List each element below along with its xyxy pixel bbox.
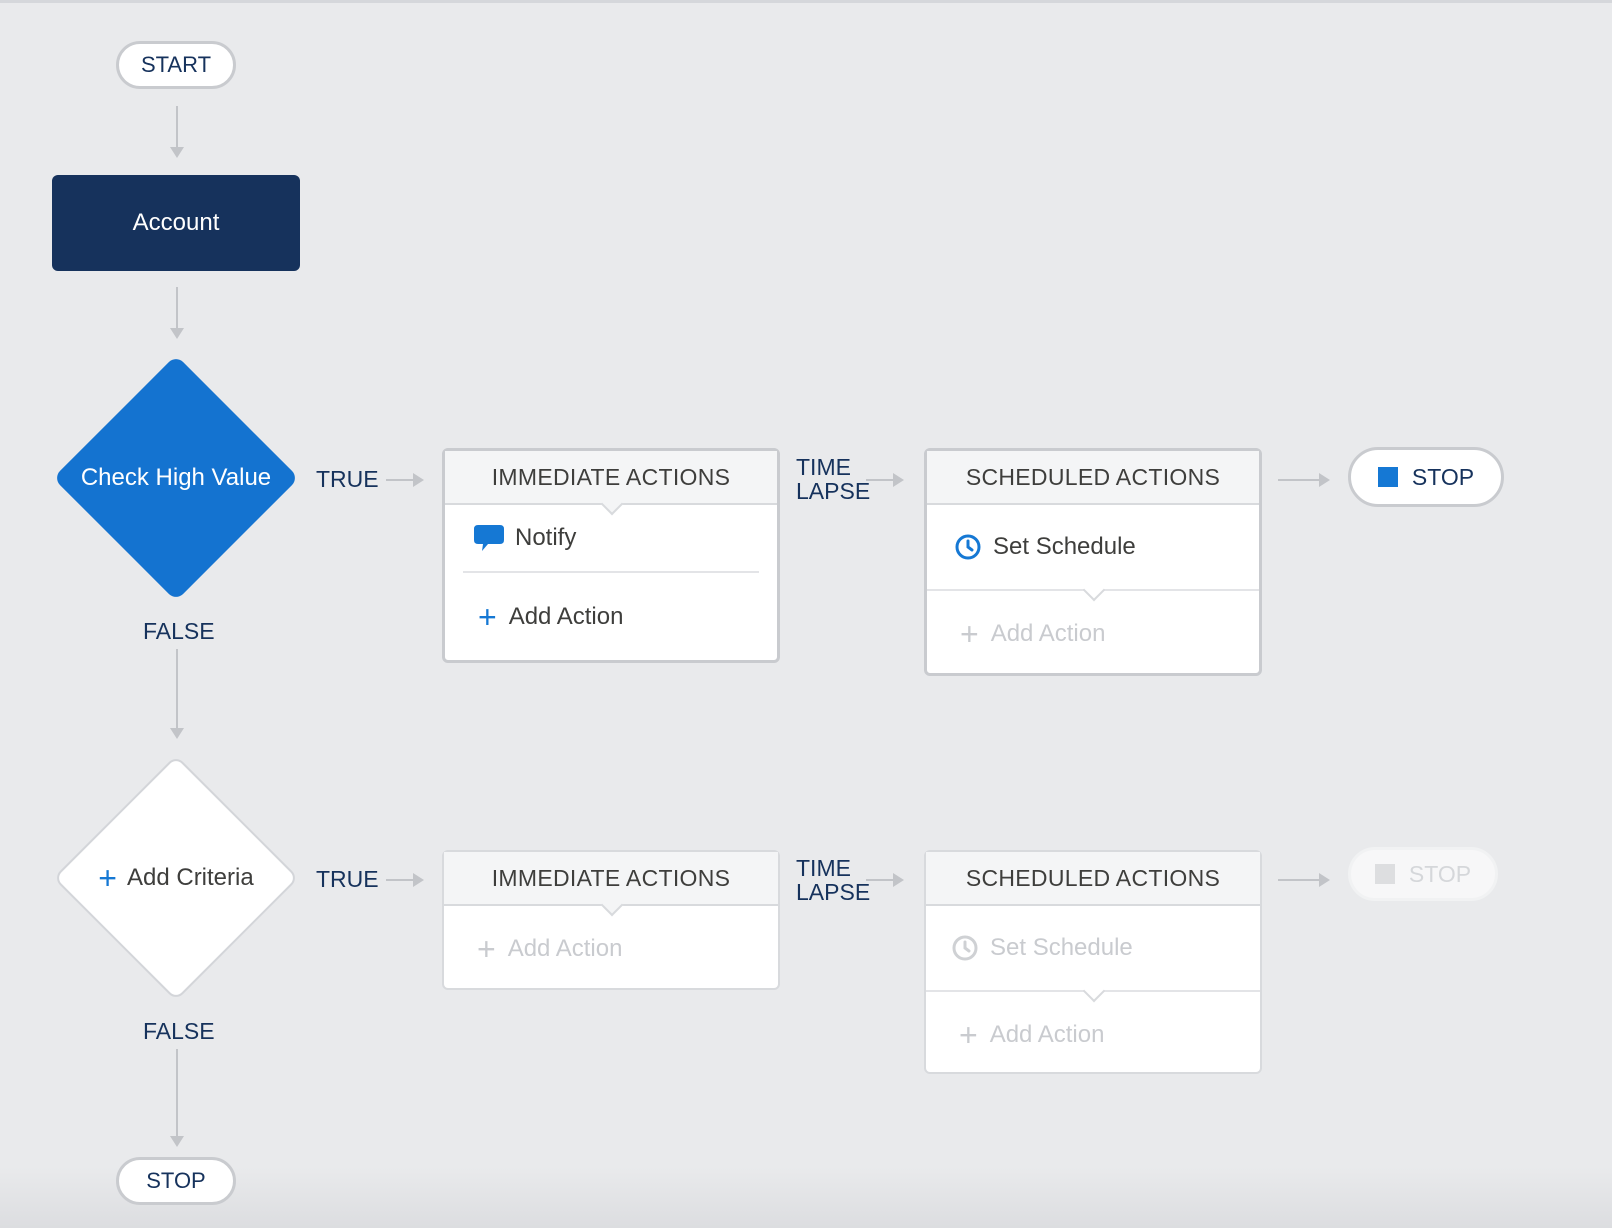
add-criteria-button[interactable]: + Add Criteria xyxy=(52,754,300,1002)
panel-title: SCHEDULED ACTIONS xyxy=(965,463,1221,490)
end-stop-node: STOP xyxy=(116,1157,236,1205)
panel-title: SCHEDULED ACTIONS xyxy=(965,864,1221,891)
connector-arrow xyxy=(176,287,178,329)
set-schedule-button[interactable]: Set Schedule xyxy=(927,505,1259,602)
true-label: TRUE xyxy=(316,466,379,492)
time-lapse-line: TIME xyxy=(796,855,851,881)
set-schedule-button[interactable]: Set Schedule xyxy=(926,906,1260,1003)
true-label: TRUE xyxy=(316,866,379,892)
connector-arrowhead xyxy=(893,873,904,887)
connector-arrow xyxy=(1278,879,1320,881)
plus-icon: + xyxy=(478,599,497,635)
connector-arrowhead xyxy=(413,873,424,887)
immediate-actions-panel: IMMEDIATE ACTIONS + Add Action xyxy=(442,850,780,990)
object-node-account[interactable]: Account xyxy=(52,175,300,271)
scheduled-actions-panel: SCHEDULED ACTIONS Set Schedule + Add Act… xyxy=(924,850,1262,1074)
stop-icon xyxy=(1377,467,1398,487)
add-action-label: Add Action xyxy=(989,1021,1105,1048)
connector-arrow xyxy=(386,879,414,881)
plus-icon: + xyxy=(477,931,496,967)
add-criteria-label: Add Criteria xyxy=(126,864,254,891)
stop-label: STOP xyxy=(1411,463,1475,490)
connector-arrowhead xyxy=(170,147,184,158)
connector-arrowhead xyxy=(893,473,904,487)
action-item-notify[interactable]: Notify xyxy=(463,505,759,573)
scheduled-actions-header: SCHEDULED ACTIONS xyxy=(926,852,1260,906)
connector-arrow xyxy=(176,1049,178,1137)
criteria-node-add-criteria[interactable]: + Add Criteria xyxy=(52,754,300,1002)
connector-arrow xyxy=(176,649,178,729)
plus-icon: + xyxy=(959,1017,978,1053)
clock-icon xyxy=(952,935,978,961)
add-action-button[interactable]: + Add Action xyxy=(445,573,777,661)
set-schedule-label: Set Schedule xyxy=(990,934,1133,961)
immediate-actions-header: IMMEDIATE ACTIONS xyxy=(444,852,778,917)
connector-arrowhead xyxy=(1319,873,1330,887)
connector-arrow xyxy=(1278,479,1320,481)
connector-arrowhead xyxy=(170,728,184,739)
chat-bubble-icon xyxy=(474,525,504,551)
connector-arrowhead xyxy=(170,328,184,339)
time-lapse-line: LAPSE xyxy=(796,879,871,905)
set-schedule-label: Set Schedule xyxy=(993,533,1136,560)
connector-arrowhead xyxy=(170,1136,184,1147)
clock-icon xyxy=(955,534,981,560)
plus-icon: + xyxy=(98,860,117,896)
add-action-button[interactable]: + Add Action xyxy=(927,591,1259,677)
connector-arrow xyxy=(176,106,178,148)
stop-node[interactable]: STOP xyxy=(1348,447,1504,507)
panel-title: IMMEDIATE ACTIONS xyxy=(491,864,731,891)
connector-arrow xyxy=(866,879,894,881)
scheduled-actions-header: SCHEDULED ACTIONS xyxy=(927,451,1259,505)
connector-arrow xyxy=(866,479,894,481)
false-label: FALSE xyxy=(143,618,215,644)
scheduled-actions-panel: SCHEDULED ACTIONS Set Schedule + Add Act… xyxy=(924,448,1262,676)
add-action-button[interactable]: + Add Action xyxy=(444,906,778,992)
stop-label: STOP xyxy=(1408,860,1472,887)
plus-icon: + xyxy=(960,616,979,652)
time-lapse-label: TIME LAPSE xyxy=(796,455,870,503)
add-action-label: Add Action xyxy=(990,620,1106,647)
connector-arrowhead xyxy=(1319,473,1330,487)
start-node: START xyxy=(116,41,236,89)
stop-node-disabled: STOP xyxy=(1348,847,1498,901)
immediate-actions-header: IMMEDIATE ACTIONS xyxy=(445,451,777,516)
panel-title: IMMEDIATE ACTIONS xyxy=(491,463,731,490)
add-action-button[interactable]: + Add Action xyxy=(926,992,1260,1078)
stop-icon xyxy=(1374,864,1395,884)
add-action-label: Add Action xyxy=(508,603,624,630)
criteria-label: Check High Value xyxy=(80,464,272,491)
end-stop-label: STOP xyxy=(146,1168,206,1193)
start-label: START xyxy=(140,52,212,77)
time-lapse-line: TIME xyxy=(796,454,851,480)
time-lapse-label: TIME LAPSE xyxy=(796,856,870,904)
criteria-node-check-high-value[interactable]: Check High Value xyxy=(52,354,300,602)
add-action-label: Add Action xyxy=(507,935,623,962)
time-lapse-line: LAPSE xyxy=(796,478,871,504)
connector-arrowhead xyxy=(413,473,424,487)
immediate-actions-panel: IMMEDIATE ACTIONS Notify + Add Action xyxy=(442,448,780,663)
connector-arrow xyxy=(386,479,414,481)
action-label: Notify xyxy=(515,524,577,551)
object-label: Account xyxy=(132,209,220,236)
false-label: FALSE xyxy=(143,1018,215,1044)
